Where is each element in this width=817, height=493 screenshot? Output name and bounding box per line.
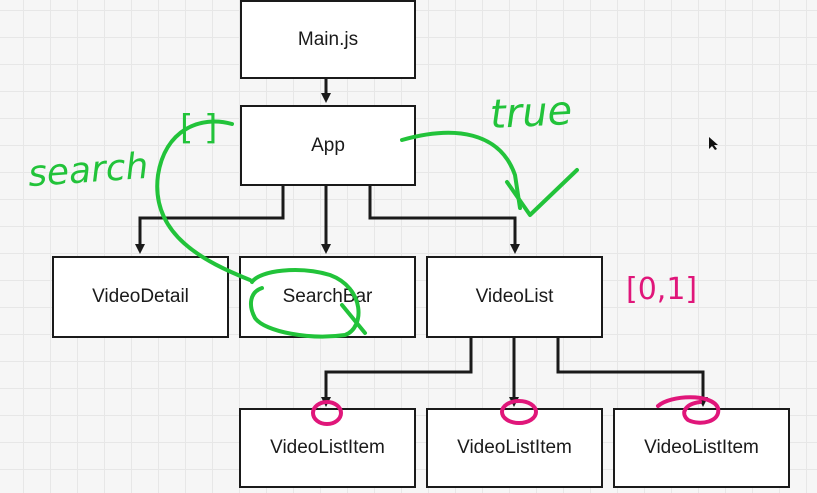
main-js-label: Main.js <box>297 28 359 50</box>
video-list-item-label-3: VideoListItem <box>644 437 759 458</box>
video-list-item-node-1: VideoListItem <box>239 408 416 488</box>
video-list-item-node-3: VideoListItem <box>613 408 790 488</box>
magenta-array-text: [0,1] <box>626 272 698 307</box>
video-list-node: VideoList <box>426 256 603 338</box>
app-label: App <box>311 134 345 156</box>
search-bar-node: SearchBar <box>239 256 416 338</box>
green-true-text: true <box>488 87 574 139</box>
video-list-label: VideoList <box>475 286 554 307</box>
video-list-item-label-2: VideoListItem <box>457 437 572 458</box>
app-node: App <box>240 105 416 186</box>
arrow-app-to-videodetail <box>135 186 285 254</box>
green-app-to-videolist-arrow <box>400 130 522 210</box>
search-bar-label: SearchBar <box>282 286 373 307</box>
arrow-videolist-to-item-3 <box>556 338 708 407</box>
mouse-cursor-icon <box>709 137 718 150</box>
video-detail-node: VideoDetail <box>52 256 229 338</box>
green-arrowhead <box>505 168 579 217</box>
video-list-item-node-2: VideoListItem <box>426 408 603 488</box>
arrow-videolist-to-item-1 <box>321 338 473 407</box>
video-detail-label: VideoDetail <box>92 286 189 307</box>
green-brackets-text: [ ] <box>180 108 218 148</box>
arrow-app-to-videolist <box>368 186 520 254</box>
video-list-item-label-1: VideoListItem <box>270 437 385 458</box>
main-js-node: Main.js <box>240 0 416 79</box>
green-search-text: search <box>26 145 150 196</box>
